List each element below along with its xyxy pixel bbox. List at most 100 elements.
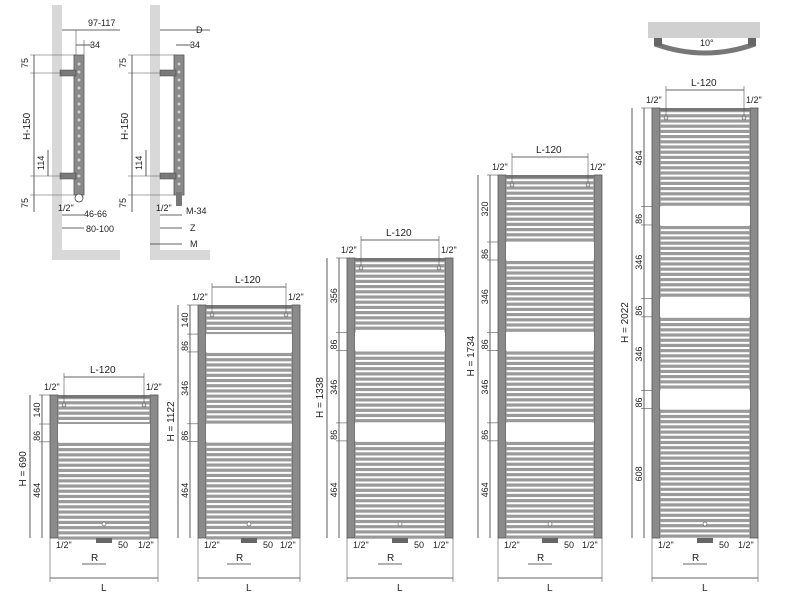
tube-bar [506, 266, 594, 270]
tube-bar [660, 343, 750, 348]
tube-bar [660, 236, 750, 240]
tube-bar [660, 369, 750, 374]
bottom-pipe-right: 1/2" [738, 540, 754, 550]
segment-label: 320 [480, 201, 490, 216]
tube-bar [355, 361, 445, 366]
gap-section [660, 206, 750, 225]
tube-bar [58, 468, 150, 473]
tube-bar [206, 389, 292, 393]
bottom-pipe-left: 1/2" [353, 540, 369, 550]
segment-label: 464 [32, 483, 42, 498]
left-depth1: 46-66 [84, 209, 107, 219]
segment-label: 86 [329, 339, 339, 349]
fixing-right [585, 182, 591, 188]
tube-bar [355, 264, 445, 268]
right-mid-label: 114 [134, 156, 144, 170]
segment-label: 346 [634, 255, 644, 270]
tube-bar [660, 461, 750, 465]
top-pipe-right: 1/2" [746, 95, 762, 105]
top-pipe-right: 1/2" [288, 292, 304, 302]
tube-bar [660, 409, 750, 413]
tube-bar [506, 457, 594, 461]
tube-bar [660, 451, 750, 455]
tube-bar [355, 321, 445, 325]
tube-bar [660, 466, 750, 471]
drain-plug [547, 521, 553, 527]
top-pipe-right: 1/2" [146, 382, 162, 392]
top-width-label: L-120 [235, 275, 261, 286]
left-tube [197, 304, 207, 539]
tube-bar [58, 453, 150, 457]
tube-bar [206, 368, 292, 372]
tube-bar [660, 202, 750, 206]
segment-label: 608 [634, 466, 644, 481]
tube-bar [206, 442, 292, 446]
tube-bar [355, 483, 445, 487]
tube-bar [355, 525, 445, 529]
segment-label: 86 [634, 398, 644, 408]
tube-bar [206, 505, 292, 509]
fixing-left [209, 312, 215, 318]
l-label: L [702, 583, 708, 594]
right-width-label: 34 [190, 40, 200, 50]
tube-bar [355, 462, 445, 466]
fifty-label: 50 [118, 540, 128, 550]
tube-bar [206, 311, 292, 315]
tube-bar [660, 472, 750, 476]
tube-bar [660, 513, 750, 517]
tube-bar [355, 478, 445, 482]
tube-bar [506, 387, 594, 392]
tube-bar [660, 446, 750, 450]
tube-bar [660, 482, 750, 486]
tube-bar [660, 414, 750, 419]
bottom-valve [96, 538, 112, 543]
tube-bar [506, 196, 594, 200]
gap-section [355, 332, 445, 351]
tube-bar [355, 419, 445, 423]
tube-bar [206, 499, 292, 504]
right-valve-label: 1/2" [156, 203, 172, 213]
tube-bar [355, 356, 445, 360]
left-top-offset: 75 [20, 58, 30, 68]
tube-bar [355, 290, 445, 294]
tilt-curve [654, 41, 756, 56]
tube-bar [660, 145, 750, 149]
tube-bar [355, 473, 445, 477]
tube-bar [506, 212, 594, 216]
tube-bar [506, 367, 594, 371]
left-tube [497, 174, 507, 539]
tube-bar [660, 267, 750, 271]
tube-bar [660, 430, 750, 434]
segment-label: 346 [180, 381, 190, 396]
tube-bar [206, 536, 292, 540]
segment-label: 346 [480, 380, 490, 395]
tube-bar [506, 483, 594, 487]
tube-bar [206, 394, 292, 398]
top-rail [506, 175, 594, 178]
tube-bar [506, 217, 594, 221]
right-h-label: H-150 [120, 112, 131, 140]
tube-bar [506, 473, 594, 477]
top-pipe-left: 1/2" [492, 162, 508, 172]
tube-bar [660, 277, 750, 282]
floor-right-1 [150, 250, 210, 260]
tube-bar [660, 359, 750, 363]
tube-bar [660, 283, 750, 287]
tube-bar [506, 441, 594, 446]
tube-bar [660, 161, 750, 165]
tube-bar [660, 354, 750, 358]
tube-bar [58, 411, 150, 415]
tube-bar [58, 416, 150, 420]
segment-label: 346 [634, 347, 644, 362]
tube-bar [506, 493, 594, 498]
tube-bar [206, 463, 292, 467]
tube-bar [660, 293, 750, 297]
r-label: R [537, 553, 544, 564]
left-depth2: 80-100 [86, 224, 114, 234]
segment-label: 86 [480, 249, 490, 259]
tube-bar [506, 467, 594, 472]
overall-height-label: H = 1122 [166, 401, 177, 442]
tube-bar [355, 519, 445, 524]
tube-bar [660, 317, 750, 322]
